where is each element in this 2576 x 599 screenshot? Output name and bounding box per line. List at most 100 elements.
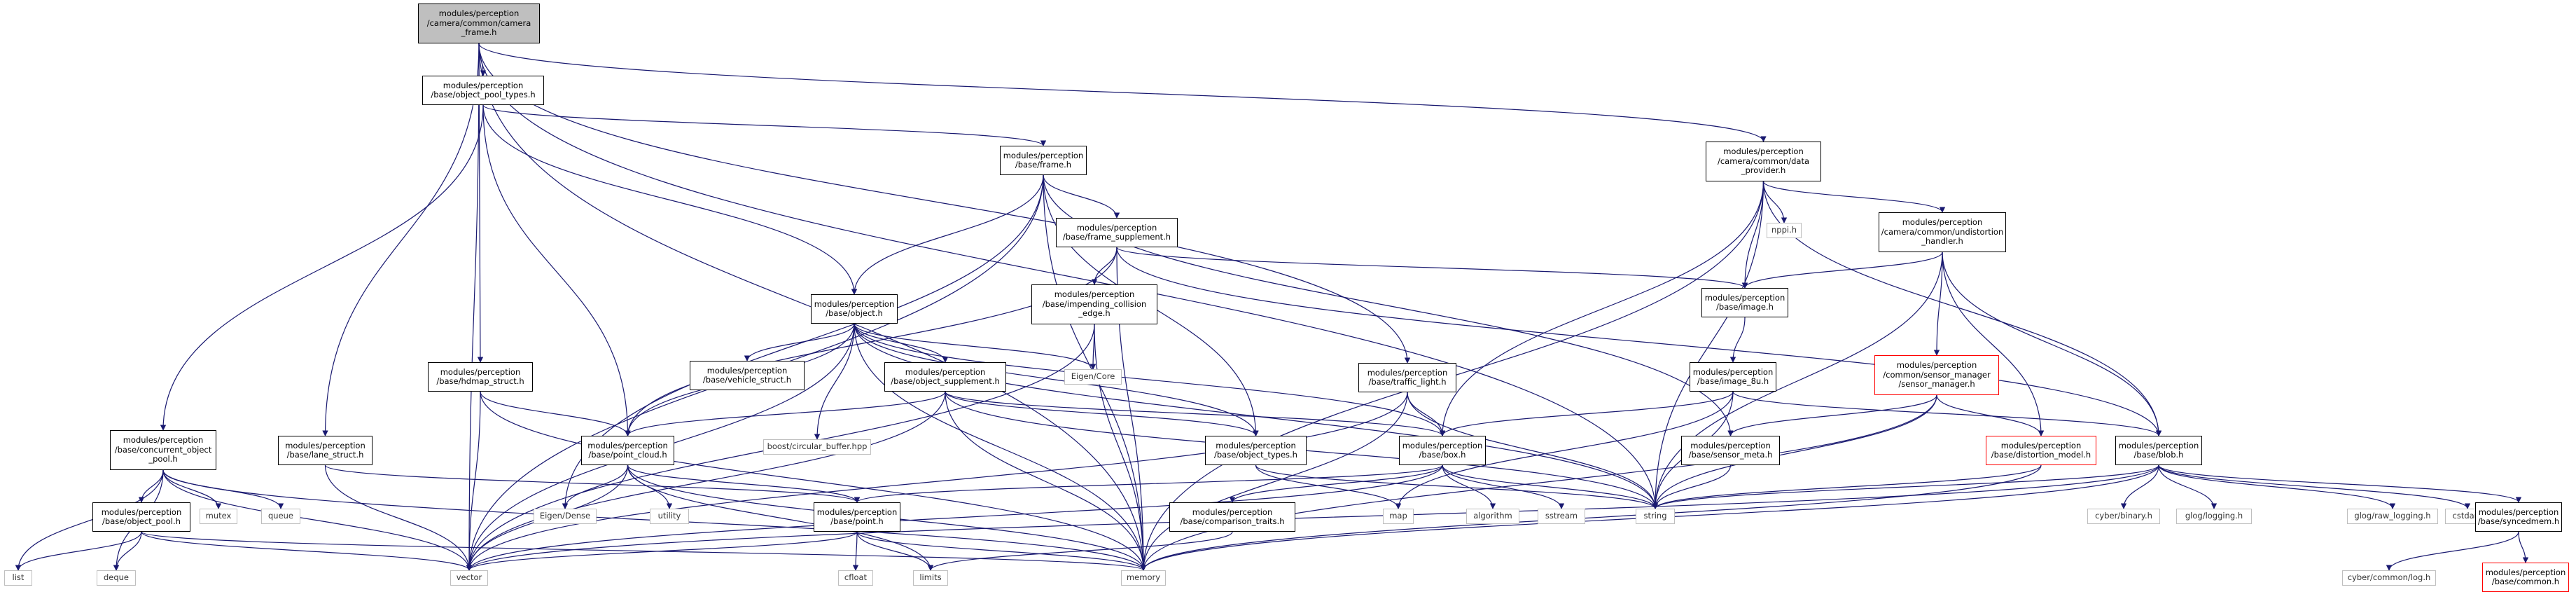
edge-image_8u-to-map bbox=[1395, 391, 1734, 509]
node-object-types-h[interactable]: modules/perception /base/object_types.h bbox=[1205, 436, 1307, 465]
edge-point-to-memory bbox=[856, 531, 1147, 571]
edge-concurrent_object_pool-to-vector bbox=[162, 469, 473, 571]
edge-box-to-vector bbox=[466, 464, 1443, 571]
node-cyber-common-log-h[interactable]: cyber/common/log.h bbox=[2342, 570, 2436, 586]
node-nppi-h[interactable]: nppi.h bbox=[1767, 223, 1802, 238]
edge-box-to-comparison_traits bbox=[1229, 464, 1443, 503]
edge-object_supplement-to-memory bbox=[945, 391, 1147, 571]
node-queue[interactable]: queue bbox=[261, 509, 300, 524]
node-sensor-meta-h[interactable]: modules/perception /base/sensor_meta.h bbox=[1681, 436, 1780, 465]
edge-root-to-lane_struct bbox=[322, 43, 480, 436]
node-vector[interactable]: vector bbox=[450, 570, 488, 586]
node-point-h[interactable]: modules/perception /base/point.h bbox=[814, 502, 900, 532]
node-sstream[interactable]: sstream bbox=[1538, 509, 1585, 524]
edge-sensor_manager-to-memory bbox=[1140, 394, 1937, 571]
edge-object_supplement-to-box bbox=[945, 391, 1446, 436]
edge-comparison_traits-to-limits bbox=[927, 531, 1233, 571]
node-lane-struct-h[interactable]: modules/perception /base/lane_struct.h bbox=[278, 436, 373, 465]
node-memory[interactable]: memory bbox=[1121, 570, 1166, 586]
edge-blob-to-string bbox=[1652, 464, 2159, 509]
edge-undistortion_handler-to-blob bbox=[1942, 252, 2162, 436]
edge-image_8u-to-blob bbox=[1732, 391, 2162, 436]
node-glog-logging-h[interactable]: glog/logging.h bbox=[2176, 509, 2252, 524]
edge-root-to-vector bbox=[466, 43, 480, 571]
node-map[interactable]: map bbox=[1383, 509, 1414, 524]
edge-syncedmem-to-base_common bbox=[2518, 531, 2529, 563]
node-eigen-dense[interactable]: Eigen/Dense bbox=[534, 509, 597, 524]
node-object-pool-types-h[interactable]: modules/perception /base/object_pool_typ… bbox=[422, 76, 544, 105]
node-traffic-light-h[interactable]: modules/perception /base/traffic_light.h bbox=[1358, 363, 1456, 392]
edge-object-to-circular_buffer bbox=[814, 323, 855, 440]
edge-hdmap_struct-to-memory bbox=[480, 391, 1147, 571]
edge-traffic_light-to-string bbox=[1407, 392, 1659, 509]
edge-object_types-to-string bbox=[1255, 464, 1659, 509]
node-undistortion-handler-h[interactable]: modules/perception /camera/common/undist… bbox=[1879, 212, 2006, 252]
node-deque[interactable]: deque bbox=[97, 570, 136, 586]
edge-object_pool_types-to-object bbox=[482, 104, 858, 295]
node-point-cloud-h[interactable]: modules/perception /base/point_cloud.h bbox=[581, 436, 674, 465]
node-impending-collision-edge-h[interactable]: modules/perception /base/impending_colli… bbox=[1031, 284, 1157, 324]
edge-concurrent_object_pool-to-list bbox=[15, 469, 164, 571]
node-hdmap-struct-h[interactable]: modules/perception /base/hdmap_struct.h bbox=[428, 362, 533, 392]
edge-undistortion_handler-to-distortion_model bbox=[1942, 252, 2045, 436]
edge-object-to-memory bbox=[854, 323, 1147, 571]
node-comparison-traits-h[interactable]: modules/perception /base/comparison_trai… bbox=[1169, 502, 1295, 532]
edge-data_provider-to-image bbox=[1741, 181, 1764, 289]
edge-root-to-traffic_light bbox=[478, 43, 1411, 364]
edge-point-to-limits bbox=[856, 531, 934, 571]
edge-sensor_manager-to-sensor_meta bbox=[1727, 394, 1937, 436]
edge-image-to-image_8u bbox=[1729, 317, 1746, 363]
edge-hdmap_struct-to-point_cloud bbox=[480, 391, 631, 436]
node-limits[interactable]: limits bbox=[913, 570, 948, 586]
edge-blob-to-syncedmem bbox=[2158, 464, 2522, 503]
node-object-h[interactable]: modules/perception /base/object.h bbox=[811, 294, 898, 324]
node-glog-raw-logging-h[interactable]: glog/raw_logging.h bbox=[2347, 509, 2438, 524]
node-box-h[interactable]: modules/perception /base/box.h bbox=[1399, 436, 1486, 465]
edge-object_pool_types-to-frame bbox=[482, 104, 1046, 146]
edge-point_cloud-to-eigen_dense bbox=[562, 464, 629, 509]
edge-undistortion_handler-to-image bbox=[1741, 252, 1943, 289]
edge-object_pool-to-memory bbox=[141, 531, 1146, 571]
node-syncedmem-h[interactable]: modules/perception /base/syncedmem.h bbox=[2475, 502, 2562, 532]
edge-frame_supplement-to-point_cloud bbox=[625, 247, 1118, 436]
edge-data_provider-to-undistortion_handler bbox=[1762, 181, 1946, 213]
node-mutex[interactable]: mutex bbox=[200, 509, 237, 524]
edge-blob-to-cstdarg bbox=[2158, 464, 2471, 509]
edge-frame_supplement-to-blob bbox=[1116, 247, 2162, 436]
node-circular-buffer-hpp[interactable]: boost/circular_buffer.hpp bbox=[763, 439, 871, 455]
edge-undistortion_handler-to-string bbox=[1652, 252, 1943, 509]
edge-frame-to-frame_supplement bbox=[1043, 174, 1120, 219]
edge-object_pool-to-vector bbox=[141, 531, 473, 571]
node-string[interactable]: string bbox=[1636, 509, 1675, 524]
edge-object_types-to-map bbox=[1255, 464, 1402, 509]
node-frame-supplement-h[interactable]: modules/perception /base/frame_supplemen… bbox=[1056, 218, 1178, 247]
edge-syncedmem-to-cyber_log bbox=[2386, 531, 2519, 571]
node-concurrent-object-pool-h[interactable]: modules/perception /base/concurrent_obje… bbox=[110, 430, 216, 470]
node-cfloat[interactable]: cfloat bbox=[838, 570, 873, 586]
node-base-common-h[interactable]: modules/perception /base/common.h bbox=[2482, 563, 2569, 592]
node-object-pool-h[interactable]: modules/perception /base/object_pool.h bbox=[92, 502, 190, 532]
node-image-h[interactable]: modules/perception /base/image.h bbox=[1701, 288, 1788, 317]
node-frame-h[interactable]: modules/perception /base/frame.h bbox=[1000, 146, 1087, 175]
node-camera-frame-h[interactable]: modules/perception /camera/common/camera… bbox=[418, 4, 540, 43]
node-cyber-binary-h[interactable]: cyber/binary.h bbox=[2087, 509, 2160, 524]
edge-frame_supplement-to-image bbox=[1116, 247, 1748, 289]
edge-data_provider-to-string bbox=[1652, 181, 1764, 509]
edge-traffic_light-to-memory bbox=[1140, 392, 1408, 571]
edge-point_cloud-to-point bbox=[627, 464, 861, 503]
node-image-8u-h[interactable]: modules/perception /base/image_8u.h bbox=[1690, 362, 1776, 392]
edges bbox=[15, 43, 2529, 571]
node-distortion-model-h[interactable]: modules/perception /base/distortion_mode… bbox=[1986, 436, 2096, 465]
node-eigen-core[interactable]: Eigen/Core bbox=[1064, 369, 1122, 385]
node-object-supplement-h[interactable]: modules/perception /base/object_suppleme… bbox=[884, 362, 1006, 392]
node-blob-h[interactable]: modules/perception /base/blob.h bbox=[2115, 436, 2202, 465]
edge-object_pool-to-deque bbox=[113, 531, 142, 571]
node-vehicle-struct-h[interactable]: modules/perception /base/vehicle_struct.… bbox=[690, 361, 805, 390]
node-algorithm[interactable]: algorithm bbox=[1466, 509, 1519, 524]
node-list[interactable]: list bbox=[4, 570, 32, 586]
edge-traffic_light-to-vector bbox=[466, 392, 1408, 571]
node-utility[interactable]: utility bbox=[650, 509, 689, 524]
edge-object-to-box bbox=[854, 323, 1446, 436]
node-sensor-manager-h[interactable]: modules/perception /common/sensor_manage… bbox=[1874, 355, 1999, 395]
node-data-provider-h[interactable]: modules/perception /camera/common/data _… bbox=[1706, 142, 1821, 181]
